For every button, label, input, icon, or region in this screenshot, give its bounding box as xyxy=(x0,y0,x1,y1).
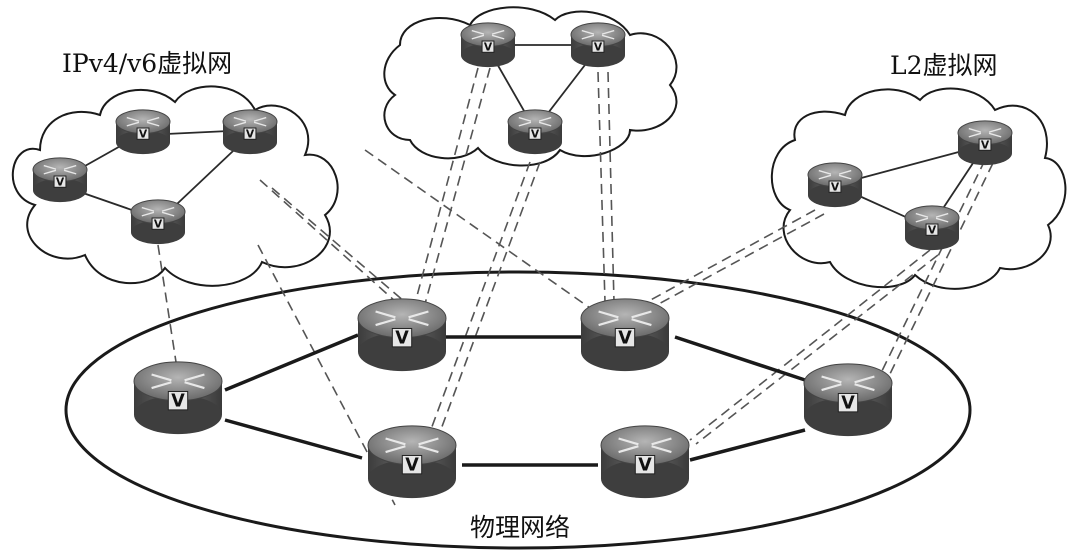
router-arrows-icon xyxy=(581,29,615,40)
physical-router: V xyxy=(803,363,893,437)
router-badge: V xyxy=(618,329,632,349)
mapping-line xyxy=(643,213,825,313)
router-arrows-icon xyxy=(141,206,175,217)
virtual-router: V xyxy=(507,109,563,155)
physical-router: V xyxy=(357,298,447,372)
router-badge: V xyxy=(246,127,255,140)
virtual-router: V xyxy=(460,22,516,68)
router-badge: V xyxy=(56,175,65,188)
router-arrows-icon xyxy=(471,29,505,40)
virtual-router: V xyxy=(115,109,171,155)
router-badge: V xyxy=(638,456,652,476)
mapping-line xyxy=(429,161,531,433)
router-badge: V xyxy=(928,223,937,236)
mapping-line xyxy=(419,67,491,323)
virtual-router: V xyxy=(222,109,278,155)
virtual-router: V xyxy=(957,120,1013,166)
mapping-line xyxy=(271,187,406,303)
router-arrows-icon xyxy=(618,437,672,454)
virtual-router: V xyxy=(32,157,88,203)
physical-link xyxy=(224,333,359,392)
mapping-line xyxy=(695,254,939,445)
router-arrows-icon xyxy=(915,212,949,223)
virtual-router: V xyxy=(130,199,186,245)
router-arrows-icon xyxy=(151,373,205,390)
physical-router: V xyxy=(367,425,457,499)
physical-link xyxy=(689,428,806,462)
virtual-routers: V V V V V V V V V V xyxy=(32,22,1013,251)
router-badge: V xyxy=(154,217,163,230)
mapping-line xyxy=(635,209,816,309)
router-badge: V xyxy=(171,392,185,412)
router-arrows-icon xyxy=(126,116,160,127)
router-arrows-icon xyxy=(43,164,77,175)
router-badge: V xyxy=(405,456,419,476)
router-arrows-icon xyxy=(375,310,429,327)
l2-network-label: L2虚拟网 xyxy=(890,51,998,80)
router-badge: V xyxy=(831,180,840,193)
mapping-line xyxy=(439,161,541,433)
physical-router: V xyxy=(580,298,670,372)
router-arrows-icon xyxy=(818,169,852,180)
ipv-network-label: IPv4/v6虚拟网 xyxy=(62,49,233,78)
router-arrows-icon xyxy=(968,127,1002,138)
mapping-line xyxy=(597,71,606,303)
router-badge: V xyxy=(395,329,409,349)
physical-network-boundary xyxy=(64,270,972,550)
physical-link xyxy=(224,418,363,460)
physical-router: V xyxy=(133,361,223,435)
physical-router: V xyxy=(600,425,690,499)
mapping-line xyxy=(157,244,177,363)
router-badge: V xyxy=(484,40,493,53)
physical-links xyxy=(224,333,806,467)
mapping-line xyxy=(409,67,479,323)
physical-network-label: 物理网络 xyxy=(470,513,571,542)
router-arrows-icon xyxy=(385,437,439,454)
physical-routers: V V V V V V xyxy=(133,298,893,499)
router-badge: V xyxy=(981,138,990,151)
virtual-router: V xyxy=(570,22,626,68)
mapping-line xyxy=(887,162,994,379)
virtual-router: V xyxy=(807,162,863,208)
router-badge: V xyxy=(139,127,148,140)
physical-link xyxy=(674,335,806,382)
router-arrows-icon xyxy=(233,116,267,127)
mapping-line xyxy=(607,71,615,303)
router-arrows-icon xyxy=(518,116,552,127)
mapping-line xyxy=(879,159,986,376)
virtual-router: V xyxy=(904,205,960,251)
router-badge: V xyxy=(841,394,855,414)
router-arrows-icon xyxy=(821,375,875,392)
router-badge: V xyxy=(594,40,603,53)
virtual-to-physical-mappings xyxy=(157,67,994,506)
mapping-line xyxy=(689,249,931,441)
mapping-line xyxy=(259,179,397,303)
router-arrows-icon xyxy=(598,310,652,327)
router-badge: V xyxy=(531,127,540,140)
